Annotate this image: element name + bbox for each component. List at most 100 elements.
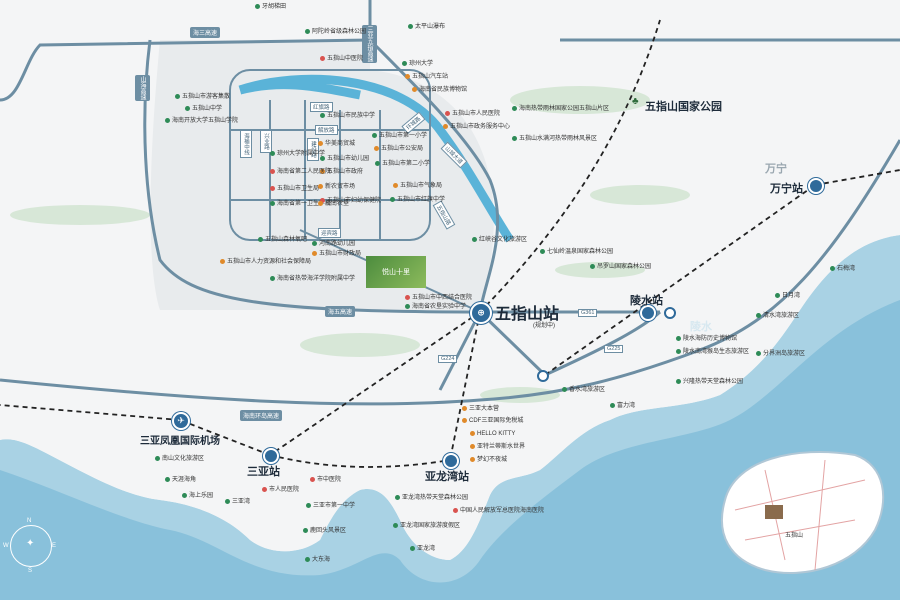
poi[interactable]: 五指山市气象局 xyxy=(393,182,442,190)
lingshui-station-marker[interactable] xyxy=(640,305,656,321)
poi[interactable]: 亚特兰蒂斯水世界 xyxy=(470,443,525,451)
poi[interactable]: 五指山市红旗中学 xyxy=(390,196,445,204)
poi-dot-icon xyxy=(185,105,190,111)
poi[interactable]: 七仙岭温泉国家森林公园 xyxy=(540,248,613,256)
poi[interactable]: 海南省热带海洋学院附属中学 xyxy=(270,275,355,283)
poi[interactable]: 五指山市政府 xyxy=(320,168,363,176)
poi[interactable]: 石梅湾 xyxy=(830,265,855,273)
poi[interactable]: 海南农垦 xyxy=(318,200,349,208)
poi[interactable]: 天涯海角 xyxy=(165,476,196,484)
poi[interactable]: 香水湾旅游区 xyxy=(562,386,605,394)
poi[interactable]: 梦幻不夜城 xyxy=(470,456,507,464)
poi[interactable]: 亚龙湾热带天堂森林公园 xyxy=(395,494,468,502)
poi[interactable]: 日月湾 xyxy=(775,292,800,300)
compass-rose-icon: N S E W ✦ xyxy=(3,518,57,574)
poi[interactable]: 海南省第二人民医院 xyxy=(270,168,331,176)
poi[interactable]: 五指山市游客集散 xyxy=(175,93,230,101)
poi[interactable]: 三亚市第一中学 xyxy=(306,502,355,510)
poi[interactable]: 太平山瀑布 xyxy=(408,23,445,31)
poi-dot-icon xyxy=(306,502,311,508)
poi[interactable]: 陵水海防历史博物馆 xyxy=(676,335,737,343)
poi-dot-icon xyxy=(372,132,377,138)
poi[interactable]: 五指山汽车站 xyxy=(405,73,448,81)
poi-dot-icon xyxy=(374,145,379,151)
poi[interactable]: 海南省民族博物馆 xyxy=(412,86,467,94)
road-label-xing-ye: 兴业路 xyxy=(260,130,272,153)
poi[interactable]: 海南开放大学五指山学院 xyxy=(165,117,238,125)
wuzhishan-station-marker[interactable]: ⊕ xyxy=(470,302,492,324)
poi-dot-icon xyxy=(303,527,308,533)
inset-hainan-map[interactable]: 五指山 xyxy=(705,440,890,585)
yalong-station-marker[interactable] xyxy=(443,453,459,469)
road-label-hong-qi: 红旗路 xyxy=(310,102,333,112)
poi[interactable]: 新农贸市场 xyxy=(318,183,355,191)
poi[interactable]: 五指山市幼儿园 xyxy=(320,155,369,163)
poi-dot-icon xyxy=(390,196,395,202)
poi[interactable]: HELLO KITTY xyxy=(470,430,515,438)
project-image[interactable]: 悦山十里 xyxy=(366,256,426,288)
poi[interactable]: 五指山市人民医院 xyxy=(445,110,500,118)
poi[interactable]: 琼州大学附属中学 xyxy=(270,150,325,158)
poi[interactable]: 五指山市第一小学 xyxy=(372,132,427,140)
poi[interactable]: 海南省第一卫生学校 xyxy=(270,200,331,208)
poi[interactable]: 亚龙湾国家旅游度假区 xyxy=(393,522,460,530)
poi[interactable]: 五指山中医院 xyxy=(320,55,363,63)
poi[interactable]: 五指山水满河热带雨林风景区 xyxy=(512,135,597,143)
poi[interactable]: 五指山森林氧吧 xyxy=(258,236,307,244)
poi[interactable]: 海南热带雨林国家公园五指山片区 xyxy=(512,105,609,113)
wanning-station-marker[interactable] xyxy=(808,178,824,194)
poi[interactable]: 亚龙湾 xyxy=(410,545,435,553)
poi[interactable]: 市中医院 xyxy=(310,476,341,484)
junction-marker xyxy=(537,370,549,382)
tree-icon: ♣ xyxy=(632,96,639,107)
poi[interactable]: 红峡谷文化旅游区 xyxy=(472,236,527,244)
poi[interactable]: 中国人民解放军总医院海南医院 xyxy=(453,507,544,515)
poi[interactable]: 五指山市第二小学 xyxy=(375,160,430,168)
project-name: 悦山十里 xyxy=(382,269,410,276)
poi[interactable]: 市人民医院 xyxy=(262,486,299,494)
poi[interactable]: 五指山市政务服务中心 xyxy=(443,123,510,131)
poi[interactable]: 牙胡梯田 xyxy=(255,3,286,11)
poi[interactable]: 分界洲岛旅游区 xyxy=(756,350,805,358)
poi[interactable]: 五指山中学 xyxy=(185,105,222,113)
poi[interactable]: 五指山市妇幼保健院 xyxy=(320,197,381,205)
poi-dot-icon xyxy=(305,28,310,34)
poi[interactable]: 三亚大本营 xyxy=(462,405,499,413)
poi[interactable]: 五指山市民族中学 xyxy=(320,112,375,120)
poi[interactable]: CDF三亚国际免税城 xyxy=(462,417,523,425)
poi[interactable]: 五指山市卫生局 xyxy=(270,185,319,193)
poi[interactable]: 五指山市公安局 xyxy=(374,145,423,153)
sanya-station-label: 三亚站 xyxy=(247,466,280,478)
poi[interactable]: 三亚湾 xyxy=(225,498,250,506)
poi[interactable]: 五指山市人力资源和社会保障局 xyxy=(220,258,311,266)
poi[interactable]: 南山文化旅游区 xyxy=(155,455,204,463)
poi[interactable]: 阿陀岭省级森林公园 xyxy=(305,28,366,36)
sanya-station-marker[interactable] xyxy=(263,448,279,464)
deep-sea xyxy=(0,300,900,600)
poi[interactable]: 陵水南湾猴岛生态旅游区 xyxy=(676,348,749,356)
poi-dot-icon xyxy=(512,135,517,141)
poi[interactable]: 河南路幼儿园 xyxy=(312,240,355,248)
poi[interactable]: 华美商贸城 xyxy=(318,140,355,148)
poi[interactable]: 清水湾旅游区 xyxy=(756,312,799,320)
poi[interactable]: 鹿回头风景区 xyxy=(303,527,346,535)
poi[interactable]: 兴隆热带天堂森林公园 xyxy=(676,378,743,386)
road-label-g361: G361 xyxy=(578,309,598,317)
poi[interactable]: 富力湾 xyxy=(610,402,635,410)
poi[interactable]: 五指山市财政局 xyxy=(312,250,361,258)
poi-dot-icon xyxy=(320,55,325,61)
highway-label-san-wu: 三亚五指高速 xyxy=(362,25,377,63)
poi[interactable]: 琼州大学 xyxy=(402,60,433,68)
poi-dot-icon xyxy=(155,455,160,461)
poi[interactable]: 海南省农垦实验中学 xyxy=(405,303,466,311)
highway-label-hai-wu: 海五高速 xyxy=(325,306,356,317)
poi-dot-icon xyxy=(472,236,477,242)
poi-dot-icon xyxy=(165,117,170,123)
poi[interactable]: 大东海 xyxy=(305,556,330,564)
poi-dot-icon xyxy=(220,258,225,264)
poi[interactable]: 吊罗山国家森林公园 xyxy=(590,263,651,271)
poi[interactable]: 海上乐园 xyxy=(182,492,213,500)
poi[interactable]: 五指山市中西结合医院 xyxy=(405,294,472,302)
airport-marker[interactable]: ✈ xyxy=(172,412,190,430)
